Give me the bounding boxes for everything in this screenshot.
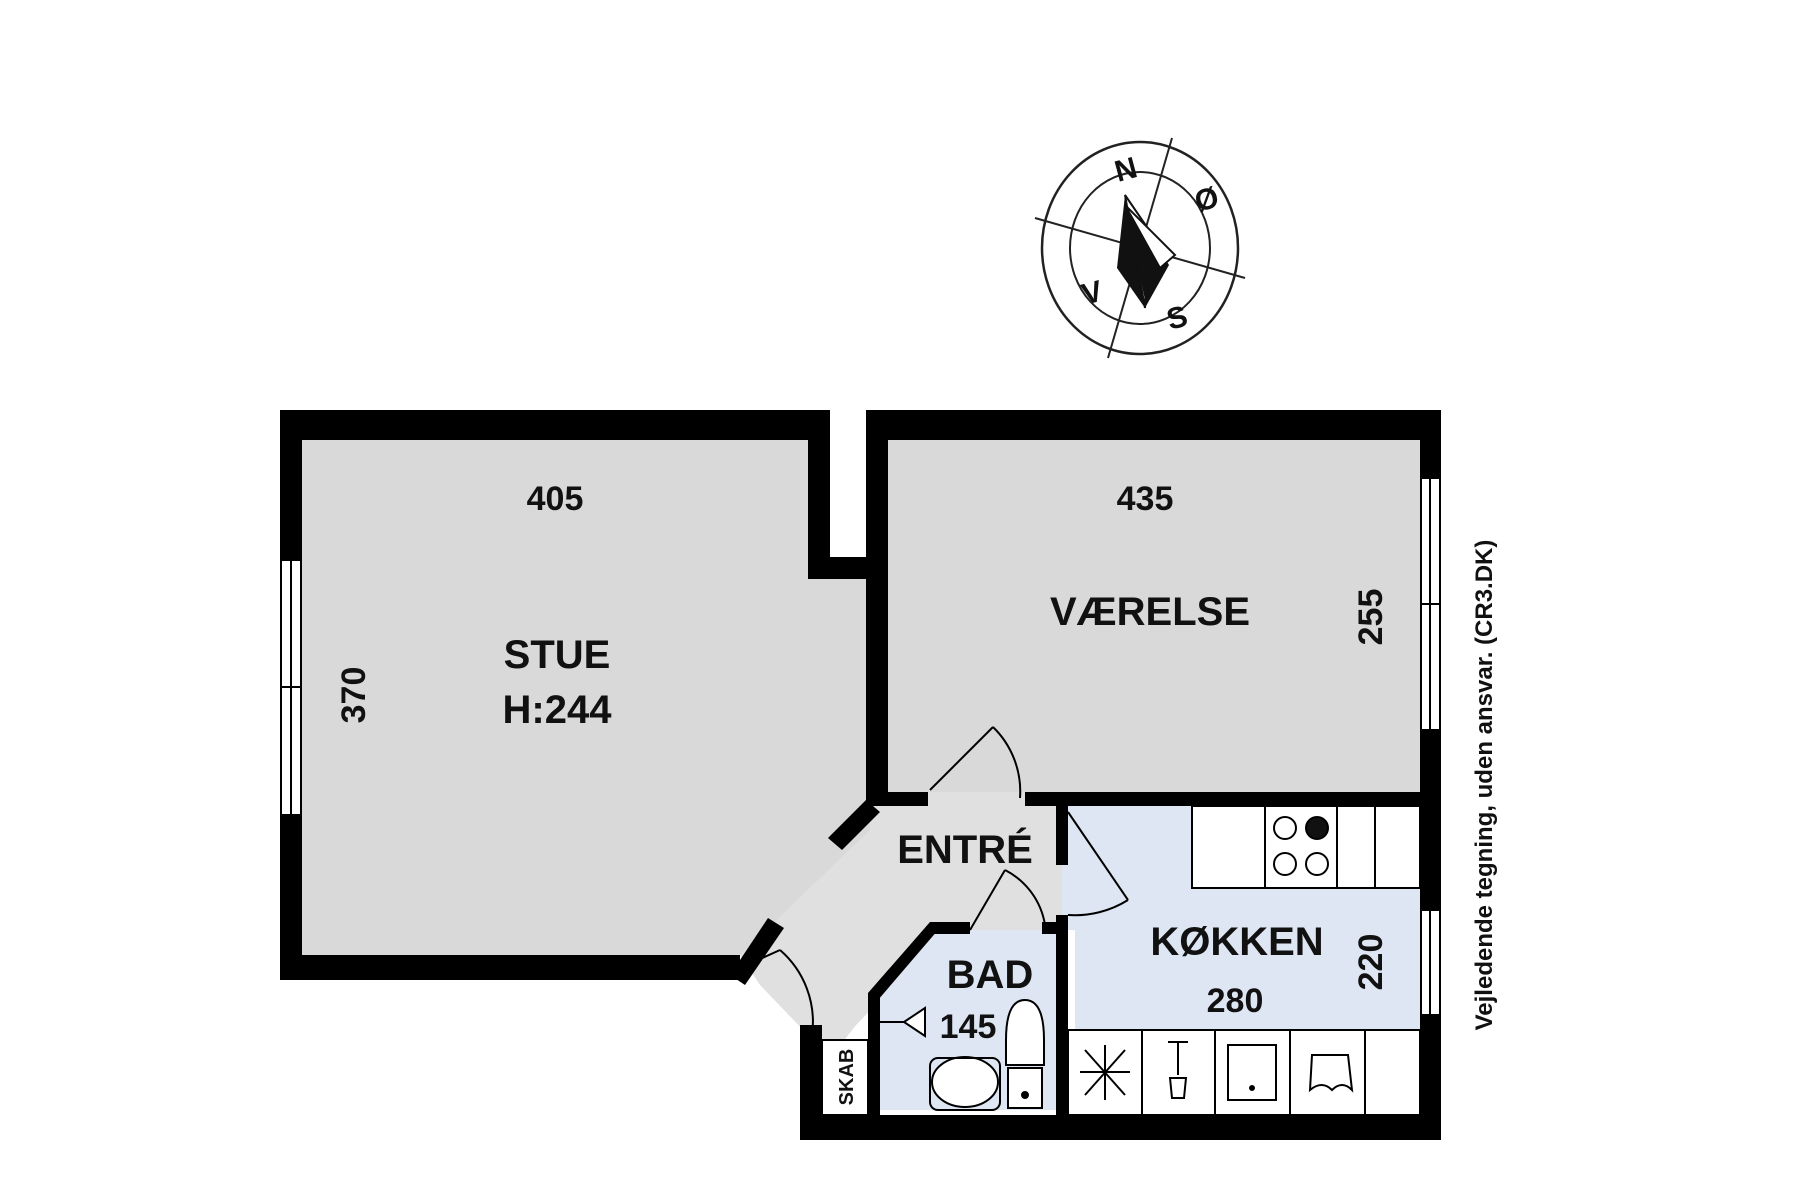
disclaimer-text: Vejledende tegning, uden ansvar. (CR3.DK…: [1471, 540, 1498, 1031]
skab-closet: [821, 1039, 869, 1116]
vaerelse-floor: [880, 440, 1420, 792]
compass-east-label: Ø: [1191, 181, 1222, 219]
stue-height-label: H:244: [503, 688, 613, 732]
koekken-width-dim: 280: [1207, 982, 1264, 1020]
fridge-icon: [1080, 1045, 1130, 1100]
vaerelse-depth-dim: 255: [1352, 589, 1390, 646]
stue-width-dim: 405: [527, 480, 584, 518]
hob-ring: [1273, 816, 1297, 840]
walls: [280, 410, 1441, 1140]
windows: [280, 477, 1441, 1016]
toilet-icon: [1005, 998, 1045, 1066]
compass-rose: N Ø S V: [1034, 137, 1246, 359]
room-labels: 405 370 STUE H:244 435 VÆRELSE 255 ENTRÉ…: [335, 480, 1390, 1105]
koekken-depth-dim: 220: [1352, 934, 1390, 991]
bathroom-fixtures: [880, 998, 1045, 1111]
vaerelse-label: VÆRELSE: [1050, 590, 1250, 634]
hob-ring-active: [1305, 816, 1329, 840]
entre-floor: [740, 792, 1062, 1058]
hob-ring: [1273, 852, 1297, 876]
bad-label: BAD: [947, 953, 1034, 997]
sink-icon: [1308, 1054, 1354, 1093]
hob-ring: [1305, 852, 1329, 876]
washbasin-icon: [931, 1056, 999, 1108]
shower-icon: [902, 1006, 926, 1038]
doors: [739, 726, 1129, 1036]
bad-width-dim: 145: [940, 1008, 997, 1046]
dishwasher-icon: [1168, 1041, 1188, 1099]
skab-label: SKAB: [836, 1049, 858, 1106]
vaerelse-width-dim: 435: [1117, 480, 1174, 518]
stue-label: STUE: [504, 633, 611, 677]
stove: [1264, 805, 1338, 889]
stue-depth-dim: 370: [335, 667, 373, 724]
kitchen-fixtures: [1067, 805, 1421, 1116]
oven-icon: [1227, 1044, 1277, 1101]
koekken-label: KØKKEN: [1150, 920, 1323, 964]
entre-label: ENTRÉ: [897, 827, 1033, 872]
compass-north-label: N: [1111, 151, 1140, 188]
compass-west-label: V: [1078, 275, 1106, 312]
